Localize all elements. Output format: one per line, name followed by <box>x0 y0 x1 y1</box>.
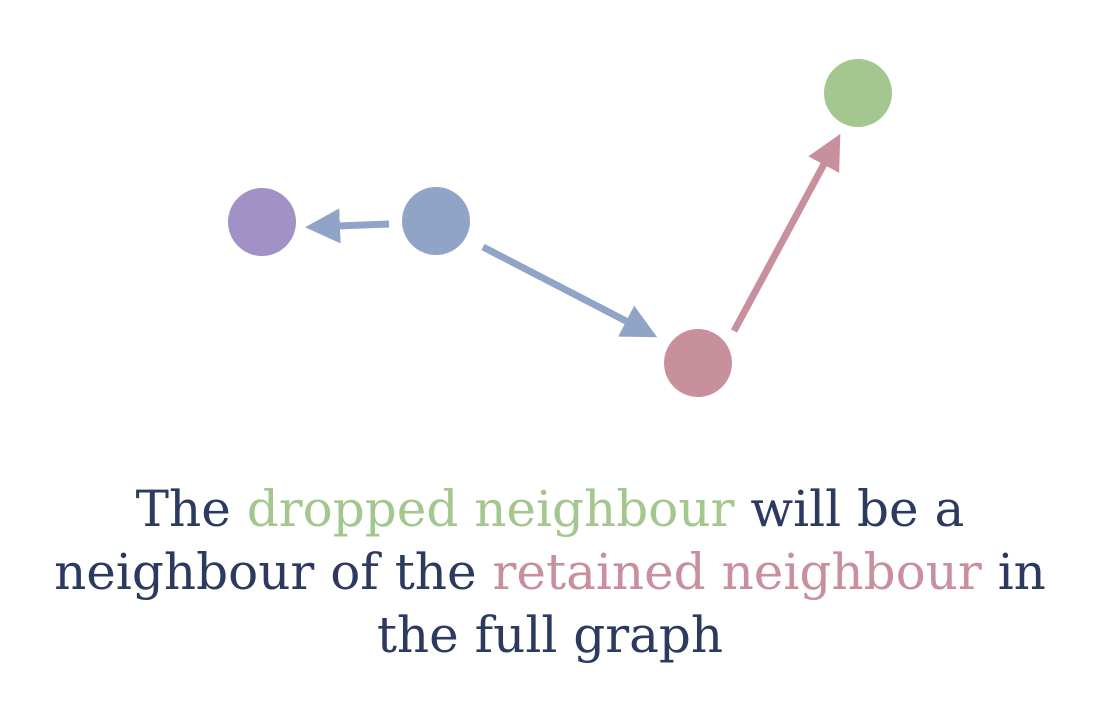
retained-neighbour-label: retained neighbour <box>492 543 982 601</box>
caption-text: will be a <box>734 480 965 538</box>
dropped-neighbour-label: dropped neighbour <box>246 480 735 538</box>
blue-node <box>402 187 470 255</box>
caption-text: the full graph <box>376 606 724 664</box>
caption-text: The <box>135 480 247 538</box>
graph-diagram <box>228 59 892 397</box>
caption-text: in <box>981 543 1046 601</box>
pink-node <box>664 329 732 397</box>
edge-blue-to-purple <box>305 208 390 244</box>
caption-line-2: neighbour of the retained neighbour in <box>40 541 1060 604</box>
caption: The dropped neighbour will be a neighbou… <box>40 478 1060 667</box>
edge-pink-to-green <box>730 133 841 333</box>
caption-text: neighbour of the <box>54 543 493 601</box>
caption-line-1: The dropped neighbour will be a <box>40 478 1060 541</box>
green-node <box>824 59 892 127</box>
caption-line-3: the full graph <box>40 604 1060 667</box>
edge-blue-to-pink <box>481 243 658 338</box>
purple-node <box>228 188 296 256</box>
